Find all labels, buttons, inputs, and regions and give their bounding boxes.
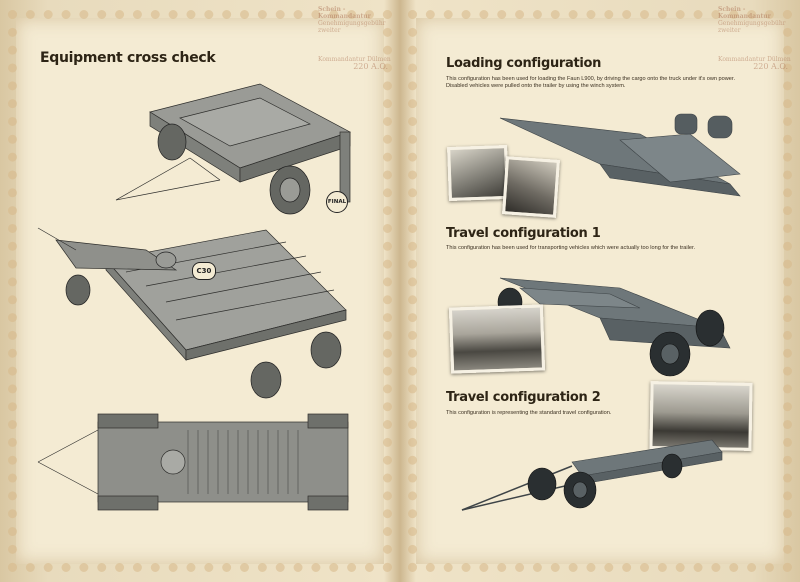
stamp-line: Schein - Kommandantur — [318, 6, 371, 20]
stamp-line: Schein - Kommandantur — [718, 6, 771, 20]
section-title-loading: Loading configuration — [446, 56, 602, 71]
trailer-assembled-drawing — [115, 83, 351, 215]
final-tag: FINAL — [326, 191, 348, 213]
section-title-travel-1: Travel configuration 1 — [446, 226, 601, 241]
right-page-border — [408, 10, 792, 572]
stamp-line: Genehmigungsgebühr zweiter — [718, 20, 786, 34]
model-travel-2-photo — [461, 439, 723, 511]
page-title: Equipment cross check — [40, 50, 216, 66]
historic-photo-loading-2 — [502, 156, 560, 218]
left-page-border — [8, 10, 392, 572]
stamp-line: Genehmigungsgebühr zweiter — [318, 20, 386, 34]
section-text-travel-1: This configuration has been used for tra… — [446, 245, 696, 251]
trailer-flatbed-drawing — [37, 227, 347, 399]
right-page: Schein - Kommandantur Genehmigungsgebühr… — [400, 0, 800, 582]
model-loading-photo — [499, 113, 741, 197]
historic-photo-travel-1 — [448, 304, 546, 374]
model-travel-1-photo — [497, 277, 731, 377]
right-stamp: Schein - Kommandantur Genehmigungsgebühr… — [718, 6, 798, 71]
stamp-number: 220 A.O. — [753, 62, 788, 71]
stamp-line: Kommandantur Dülmen — [318, 56, 391, 63]
left-page: Schein - Kommandantur Genehmigungsgebühr… — [8, 6, 398, 572]
trailer-top-view-drawing — [37, 413, 349, 511]
historic-photo-loading-1 — [447, 144, 509, 202]
section-text-travel-2: This configuration is representing the s… — [446, 410, 612, 416]
step-tag: C30 — [192, 262, 216, 280]
section-title-travel-2: Travel configuration 2 — [446, 390, 601, 405]
stamp-line: Kommandantur Dülmen — [718, 56, 791, 63]
left-stamp: Schein - Kommandantur Genehmigungsgebühr… — [318, 6, 398, 71]
section-text-loading: This configuration has been used for loa… — [446, 76, 736, 90]
stamp-number: 220 A.O. — [353, 62, 388, 71]
